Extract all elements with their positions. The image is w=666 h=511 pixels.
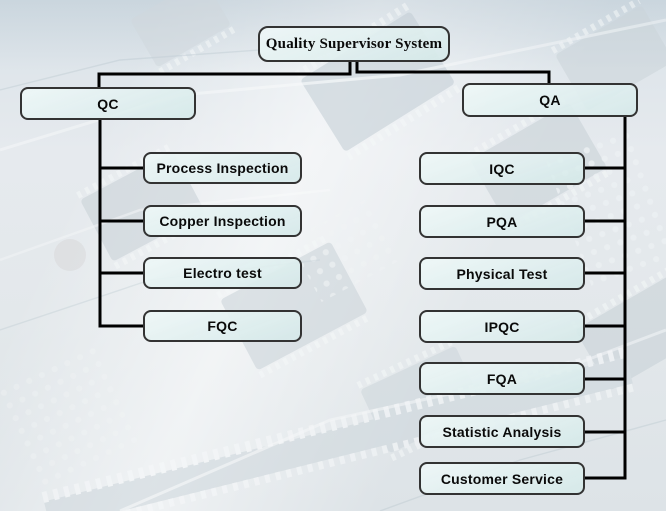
node-ipqc: IPQC	[419, 310, 585, 343]
node-fqc: FQC	[143, 310, 302, 342]
node-process-inspection: Process Inspection	[143, 152, 302, 184]
connector-root-to-qc	[97, 61, 352, 87]
node-physical-test: Physical Test	[419, 257, 585, 290]
node-qa: QA	[462, 83, 638, 117]
node-iqc: IQC	[419, 152, 585, 185]
node-qc: QC	[20, 87, 196, 120]
node-fqa: FQA	[419, 362, 585, 395]
node-statistic-analysis: Statistic Analysis	[419, 415, 585, 448]
node-copper-inspection: Copper Inspection	[143, 205, 302, 237]
node-quality-supervisor-system: Quality Supervisor System	[258, 26, 450, 62]
connector-root-to-qa	[355, 61, 551, 83]
node-electro-test: Electro test	[143, 257, 302, 289]
node-customer-service: Customer Service	[419, 462, 585, 495]
node-pqa: PQA	[419, 205, 585, 238]
